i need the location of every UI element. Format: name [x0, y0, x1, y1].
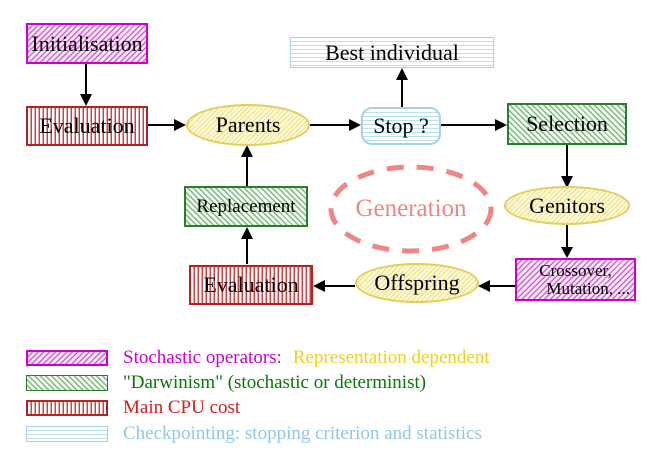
node-stop: Stop ?: [361, 107, 441, 145]
arrow-genitors-to-crossover: [561, 225, 573, 258]
cpu-cost-swatch-icon: [26, 400, 108, 416]
node-crossover-mutation: Crossover, Mutation, ...: [515, 258, 636, 301]
legend-darwinism-label: "Darwinism" (stochastic or determinist): [123, 372, 427, 393]
node-offspring: Offspring: [355, 263, 479, 303]
legend-row-cpu-cost: Main CPU cost: [26, 397, 240, 419]
node-selection: Selection: [507, 103, 627, 145]
arrow-initialisation-to-evaluation: [80, 64, 92, 106]
crossover-label-line1: Crossover,: [539, 260, 612, 280]
generation-dashed-ellipse: [328, 164, 494, 254]
legend-cpu-label: Main CPU cost: [123, 397, 241, 418]
arrow-replacement-to-parents: [241, 145, 253, 186]
node-initialisation: Initialisation: [26, 23, 148, 64]
arrow-evaluation-to-replacement: [241, 227, 253, 264]
arrow-stop-to-best-individual: [396, 68, 408, 107]
node-replacement: Replacement: [184, 186, 308, 227]
node-evaluation-top: Evaluation: [26, 106, 148, 146]
legend-row-darwinism: "Darwinism" (stochastic or determinist): [26, 372, 426, 394]
arrow-stop-to-selection: [441, 119, 507, 131]
arrow-parents-to-stop: [310, 119, 361, 131]
node-evaluation-bottom: Evaluation: [189, 265, 313, 305]
generation-label: Generation: [355, 195, 467, 222]
legend-stochastic-label: Stochastic operators:: [123, 347, 282, 368]
legend-row-stochastic: Stochastic operators: Representation depe…: [26, 347, 490, 369]
arrow-offspring-to-evaluation: [313, 280, 355, 292]
node-parents: Parents: [186, 104, 310, 146]
node-best-individual: Best individual: [290, 37, 494, 68]
arrow-evaluation-to-parents: [148, 119, 186, 131]
stochastic-swatch-icon: [26, 350, 108, 366]
darwinism-swatch-icon: [26, 375, 108, 391]
node-genitors: Genitors: [504, 186, 630, 225]
legend-row-checkpointing: Checkpointing: stopping criterion and st…: [26, 423, 482, 445]
arrow-selection-to-genitors: [561, 145, 573, 188]
crossover-label-line2: Mutation, ...: [546, 278, 630, 298]
node-generation: Generation: [327, 163, 495, 255]
arrow-crossover-to-offspring: [478, 280, 515, 292]
checkpointing-swatch-icon: [26, 426, 108, 442]
legend-checkpointing-label: Checkpointing: stopping criterion and st…: [123, 423, 482, 444]
legend-representation-label: Representation dependent: [292, 347, 490, 368]
